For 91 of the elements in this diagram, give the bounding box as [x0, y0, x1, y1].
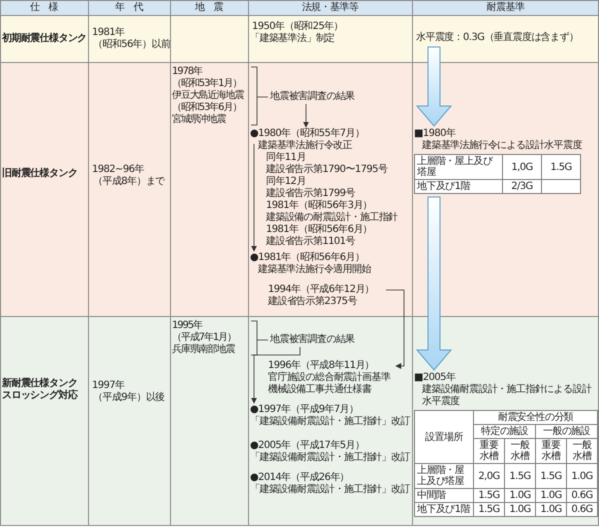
regulation-entry: 1996年（平成8年11月） [268, 360, 374, 372]
seismic-intensity-note: 水平震度：0.3G（垂直震度は含まず） [416, 32, 596, 44]
seismic-coefficient: 1.5G [536, 464, 566, 488]
entry-detail: 建設省告示第1101号 [265, 236, 355, 248]
seismic-coefficient: 1.0G [504, 488, 536, 502]
row-heading: スロッシング対応 [2, 390, 79, 402]
seismic-coefficient: 2/3G [502, 180, 542, 194]
standard-heading: ■2005年 [414, 372, 456, 384]
column-header: 仕 様 [28, 2, 60, 14]
year-text: （平成9年）以後 [93, 392, 166, 404]
survey-note: 地震被害調査の結果 [270, 91, 380, 103]
location-label: 地下及び1階 [414, 180, 502, 194]
block-arrow [416, 196, 452, 371]
entry-detail: 「建築設備耐震設計・施工指針」改訂 [250, 484, 410, 496]
entry-detail: 同年11月 [265, 152, 306, 164]
standard-heading: ■1980年 [414, 128, 456, 140]
table-header: 一般の施設 [536, 424, 598, 438]
regulation-entry: ●1980年（昭和55年7月） [250, 128, 364, 140]
entry-detail: 1981年（昭和56年3月） [265, 200, 372, 212]
entry-detail: 官庁施設の総合耐震計画基準 [268, 372, 390, 384]
entry-detail: （昭和53年1月） [172, 78, 242, 90]
arrow [251, 346, 300, 404]
table-header: 重要水槽 [536, 438, 566, 464]
regulation-text: 「建築基準法」制定 [250, 33, 336, 45]
column-header: 耐震基準 [486, 2, 526, 14]
entry-detail: 建築基準法施行令改正 [257, 140, 352, 152]
block-arrow [416, 46, 452, 127]
seismic-coefficient: 1.0G [566, 464, 598, 488]
location-label: 地下及び1階 [414, 502, 474, 516]
column-header: 地 震 [194, 2, 224, 14]
regulation-entry: ●1997年（平成9年7月） [250, 404, 358, 416]
entry-detail: 伊豆大島近海地震 [172, 90, 244, 102]
seismic-coefficient: 1,0G [502, 154, 542, 180]
entry-detail: 建築設備の耐震設計・施工指針 [265, 212, 398, 224]
earthquake-text: 1995年 [172, 320, 202, 332]
table-header: 耐震安全性の分類 [474, 410, 598, 424]
year-text: （平成8年）まで [93, 176, 166, 188]
regulation-entry: ●1981年（昭和56年6月） [250, 252, 364, 264]
entry-detail: 建設省告示第1790〜1795号 [265, 164, 388, 176]
location-label: 中間階 [414, 488, 474, 502]
year-text: （昭和56年）以前 [93, 39, 169, 51]
table-header: 特定の施設 [474, 424, 536, 438]
seismic-coefficient: 1.0G [536, 502, 566, 516]
location-label: 上層階・屋上及び塔屋 [414, 154, 502, 180]
entry-detail: 兵庫県南部地震 [172, 344, 234, 356]
entry-detail: 建築基準法施行令適用開始 [257, 264, 371, 276]
entry-detail: 宮城県沖地震 [172, 114, 226, 126]
regulation-entry: ●2014年（平成26年） [250, 472, 350, 484]
seismic-coefficient: 0.6G [566, 502, 598, 516]
arrow [386, 290, 404, 369]
seismic-coefficient: 1.5G [542, 154, 580, 180]
entry-detail: 「建築設備耐震設計・施工指針」改訂 [250, 452, 410, 464]
survey-note: 地震被害調査の結果 [270, 334, 380, 346]
seismic-coefficient: 1.0G [504, 502, 536, 516]
entry-detail: 建設省告示第1799号 [265, 188, 355, 200]
column-header: 法規・基準等 [300, 2, 360, 14]
entry-detail: 建設省告示第2375号 [268, 296, 357, 308]
entry-detail: （昭和53年6月） [172, 102, 242, 114]
year-text: 1981年 [92, 27, 126, 38]
arrow [251, 144, 257, 252]
location-label: 上層階・屋上及び塔屋 [414, 464, 474, 488]
entry-detail: 建築設備耐震設計・施工指針による設計水平震度 [421, 384, 593, 408]
year-text: 1982~96年 [92, 164, 145, 176]
arrow [303, 104, 309, 128]
table-header: 重要水槽 [474, 438, 504, 464]
entry-detail: 1981年（昭和56年6月） [265, 224, 372, 236]
seismic-coefficient: 1.5G [474, 488, 504, 502]
seismic-coefficient: 1.0G [536, 488, 566, 502]
bracket-connector [250, 320, 268, 356]
row-heading: 旧耐震仕様タンク [2, 168, 78, 180]
row-heading: 新耐震仕様タンク [2, 378, 78, 389]
earthquake-text: 1978年 [172, 66, 202, 78]
seismic-coefficient: 0.6G [566, 488, 598, 502]
regulation-entry: 1994年（平成6年12月） [268, 284, 374, 296]
entry-detail: 建築基準法施行令による設計水平震度 [421, 140, 582, 152]
row-heading: 初期耐震仕様タンク [2, 33, 87, 45]
table-header: 一般水槽 [504, 438, 536, 464]
regulation-text: 1950年（昭和25年） [252, 21, 344, 32]
entry-detail: 「建築設備耐震設計・施工指針」改訂 [250, 416, 410, 428]
entry-detail: 機械設備工事共通仕様書 [268, 384, 372, 396]
seismic-coefficient: 1.5G [474, 502, 504, 516]
entry-detail: （平成7年1月） [172, 332, 236, 344]
table-header: 一般水槽 [566, 438, 598, 464]
bracket-connector [250, 66, 268, 126]
seismic-coefficient: 1.5G [504, 464, 536, 488]
seismic-coefficient: 2,0G [474, 464, 504, 488]
regulation-entry: ●2005年（平成17年5月） [250, 440, 364, 452]
column-header: 年 代 [114, 2, 144, 14]
entry-detail: 同年12月 [265, 176, 306, 188]
table-header: 設置場所 [414, 410, 474, 464]
year-text: 1997年 [92, 380, 126, 392]
